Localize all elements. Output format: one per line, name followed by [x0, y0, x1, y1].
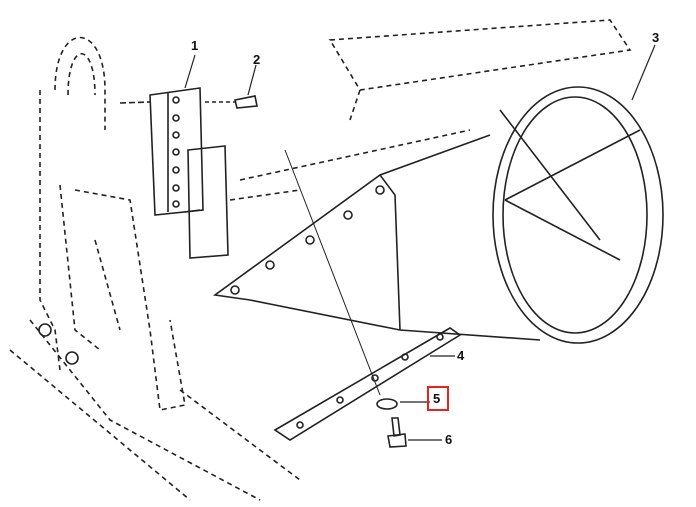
callout-1: 1 — [191, 38, 199, 53]
callout-2: 2 — [253, 52, 261, 67]
strip-part-4 — [273, 327, 462, 441]
bracket-part-1 — [149, 87, 229, 259]
screw-part-2 — [205, 95, 258, 109]
frame-outline — [9, 19, 632, 501]
duct-part-3 — [212, 86, 664, 344]
highlight-box-callout-5 — [427, 386, 449, 411]
leader-lines — [184, 44, 656, 441]
callout-5: 5 — [433, 391, 441, 406]
callout-3: 3 — [652, 30, 660, 45]
washer-part-5 — [376, 398, 398, 410]
callout-6: 6 — [445, 432, 453, 447]
callout-4: 4 — [457, 348, 465, 363]
bolt-part-6 — [387, 417, 407, 448]
